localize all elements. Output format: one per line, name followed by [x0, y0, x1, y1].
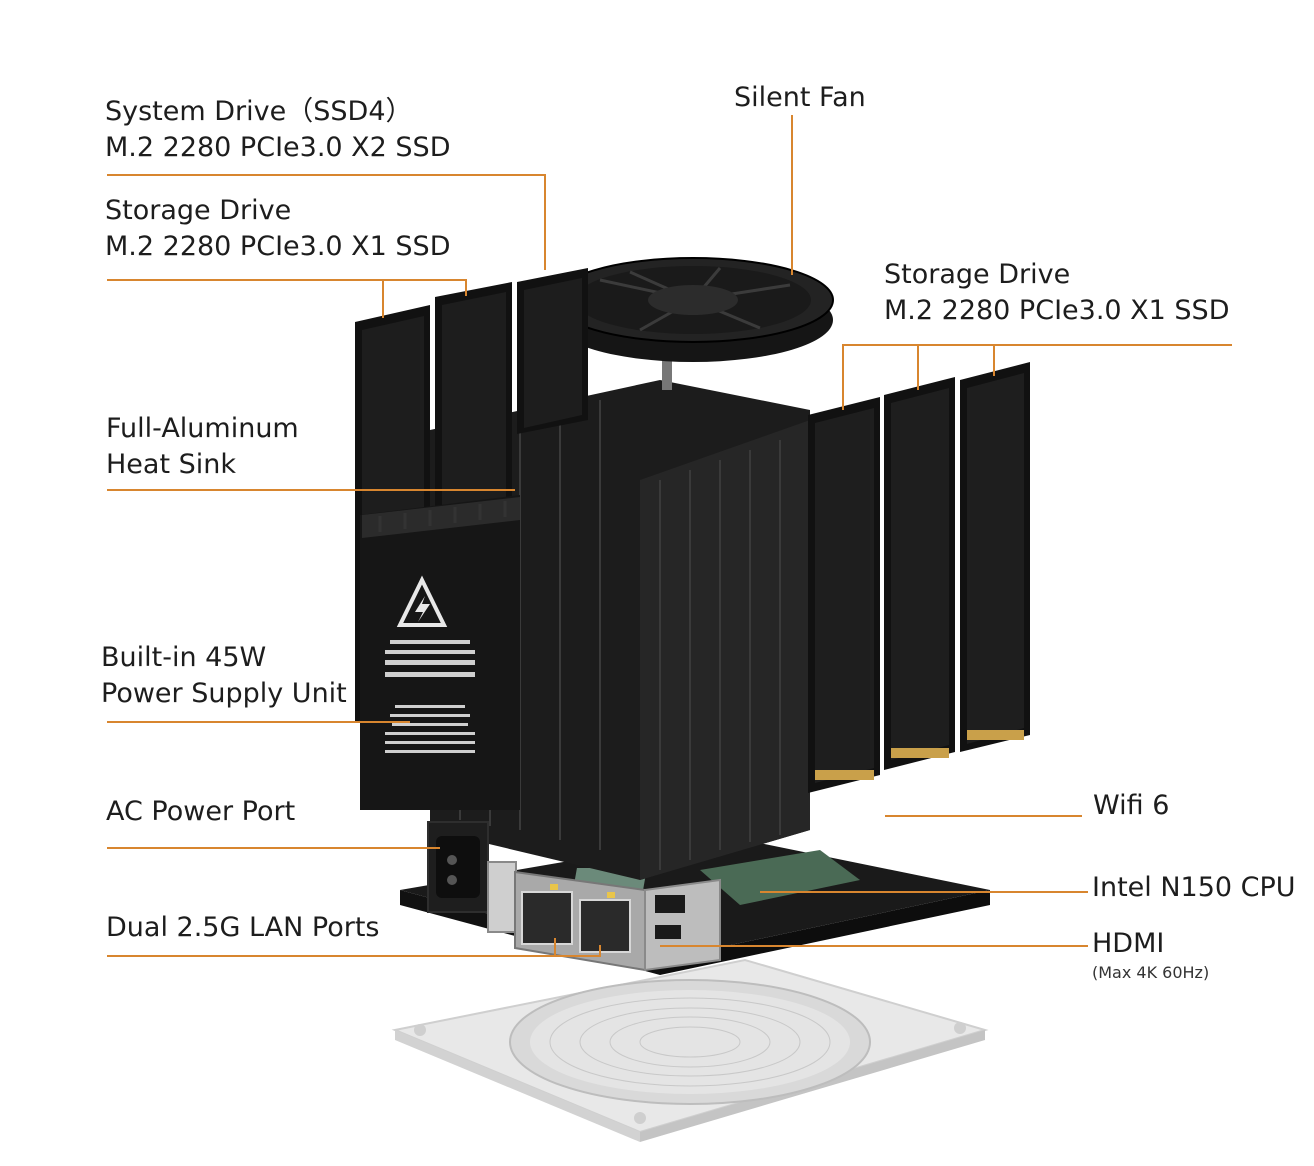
leader-line-storage-drive-right: [842, 344, 1232, 410]
system-drive-spec: M.2 2280 PCIe3.0 X2 SSD: [105, 132, 451, 163]
psu-title: Built-in 45W: [101, 642, 267, 673]
label-cpu: Intel N150 CPU: [1092, 870, 1296, 906]
hdmi-title: HDMI: [1092, 928, 1165, 959]
leader-line-storage-drive-left: [107, 279, 467, 296]
label-storage-drive-right: Storage Drive M.2 2280 PCIe3.0 X1 SSD: [884, 257, 1230, 329]
warning-icon: [396, 575, 448, 627]
storage-drive-right-title: Storage Drive: [884, 259, 1071, 290]
storage-drive-left-spec: M.2 2280 PCIe3.0 X1 SSD: [105, 231, 451, 262]
ac-port-title: AC Power Port: [106, 796, 296, 827]
wifi-title: Wifi 6: [1093, 790, 1170, 821]
label-hdmi: HDMI (Max 4K 60Hz): [1092, 926, 1209, 984]
label-ac-port: AC Power Port: [106, 794, 295, 830]
right-ssd-stack: [808, 362, 1030, 793]
silent-fan: [552, 257, 834, 390]
system-drive-title: System Drive（SSD4）: [105, 96, 413, 127]
leader-line-system-drive: [107, 174, 546, 270]
lan-title: Dual 2.5G LAN Ports: [106, 912, 380, 943]
cpu-title: Intel N150 CPU: [1092, 872, 1296, 903]
ac-power-port: [427, 821, 489, 913]
leader-lines: [107, 115, 1232, 957]
label-storage-drive-left: Storage Drive M.2 2280 PCIe3.0 X1 SSD: [105, 193, 451, 265]
label-psu: Built-in 45W Power Supply Unit: [101, 640, 347, 712]
heat-sink-subtitle: Heat Sink: [106, 449, 237, 480]
leader-line-lan: [107, 945, 601, 957]
silent-fan-title: Silent Fan: [734, 82, 866, 113]
psu-subtitle: Power Supply Unit: [101, 678, 347, 709]
label-system-drive: System Drive（SSD4） M.2 2280 PCIe3.0 X2 S…: [105, 94, 451, 166]
io-ports: [487, 861, 721, 972]
storage-drive-right-spec: M.2 2280 PCIe3.0 X1 SSD: [884, 295, 1230, 326]
power-supply-unit: [360, 495, 520, 810]
label-silent-fan: Silent Fan: [734, 80, 866, 116]
heat-sink-title: Full-Aluminum: [106, 413, 299, 444]
label-wifi: Wifi 6: [1093, 788, 1169, 824]
label-heat-sink: Full-Aluminum Heat Sink: [106, 411, 299, 483]
base-plate: [391, 958, 989, 1142]
label-lan: Dual 2.5G LAN Ports: [106, 910, 379, 946]
storage-drive-left-title: Storage Drive: [105, 195, 292, 226]
hdmi-note: (Max 4K 60Hz): [1092, 963, 1210, 982]
